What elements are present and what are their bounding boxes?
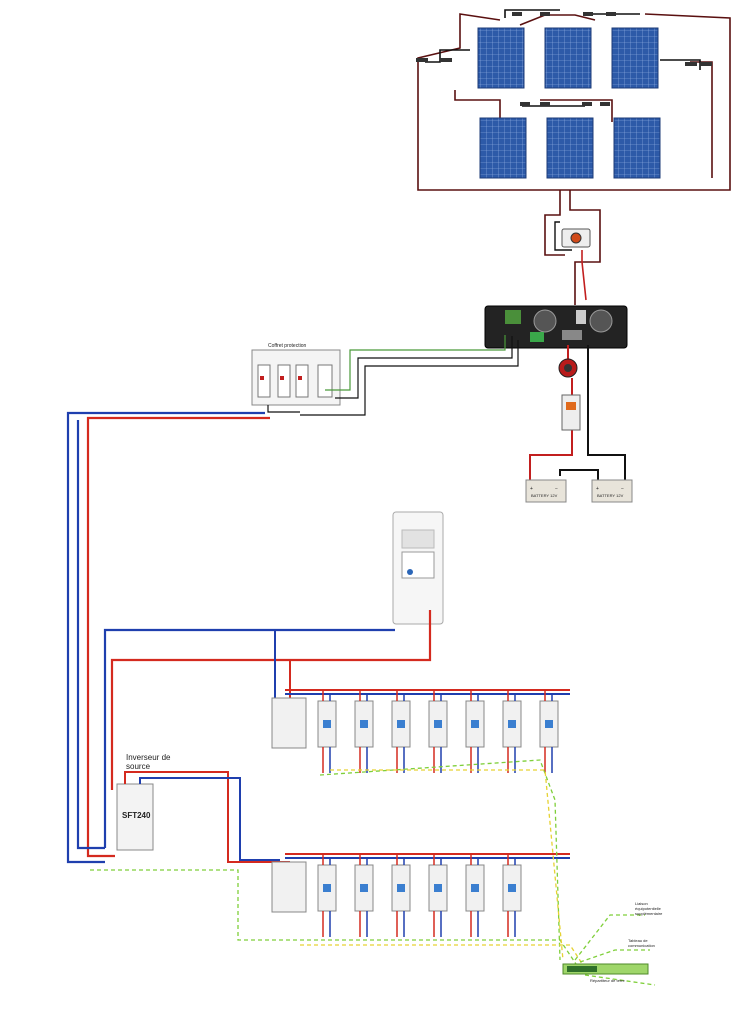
sft-label: SFT240 [122, 811, 151, 820]
ac-main-lines [66, 411, 270, 864]
battery-right: + − BATTERY 12V [591, 479, 633, 503]
dc-fuse [561, 394, 581, 431]
breaker-toggle [545, 720, 553, 728]
breaker-toggle [360, 884, 368, 892]
differential-breaker [271, 697, 307, 749]
breaker-toggle [508, 720, 516, 728]
solar-array [416, 9, 731, 191]
breaker-row-1 [271, 689, 570, 773]
battery-minus: − [621, 486, 624, 492]
earth-conductors [90, 759, 656, 986]
source-transfer-switch: SFT240 [116, 783, 154, 851]
solar-panel-icon [477, 27, 525, 89]
solar-panel-icon [479, 117, 527, 179]
breaker-toggle [323, 720, 331, 728]
coffret-wiring [267, 335, 519, 416]
breaker-toggle [434, 884, 442, 892]
solar-panel-icon [544, 27, 592, 89]
battery-plus: + [596, 486, 599, 492]
battery-plus: + [530, 486, 533, 492]
breaker-toggle [471, 884, 479, 892]
dc-isolator [544, 190, 601, 305]
breaker-toggle [508, 884, 516, 892]
breaker-toggle [471, 720, 479, 728]
battery-left: + − BATTERY 12V [525, 479, 567, 503]
breaker-toggle [434, 720, 442, 728]
breaker-row-2 [271, 853, 570, 937]
differential-breaker [271, 861, 307, 913]
energy-meter [392, 511, 444, 625]
breaker-toggle [323, 884, 331, 892]
battery-right-label: BATTERY 12V [597, 493, 624, 498]
breaker-toggle [360, 720, 368, 728]
breaker-toggle [397, 884, 405, 892]
solar-panel-icon [546, 117, 594, 179]
battery-wiring [529, 345, 626, 482]
earth-bar [562, 963, 649, 975]
repartiteur-label: Répartiteur de terre [590, 978, 625, 983]
solar-panel-icon [613, 117, 661, 179]
breaker-toggle [397, 720, 405, 728]
battery-switch [558, 358, 578, 378]
coffret-protection: Coffret protection [251, 343, 341, 406]
solar-panel-icon [611, 27, 659, 89]
hybrid-inverter [484, 305, 628, 349]
battery-minus: − [555, 486, 558, 492]
coffret-label: Coffret protection [268, 343, 306, 349]
battery-left-label: BATTERY 12V [531, 493, 558, 498]
